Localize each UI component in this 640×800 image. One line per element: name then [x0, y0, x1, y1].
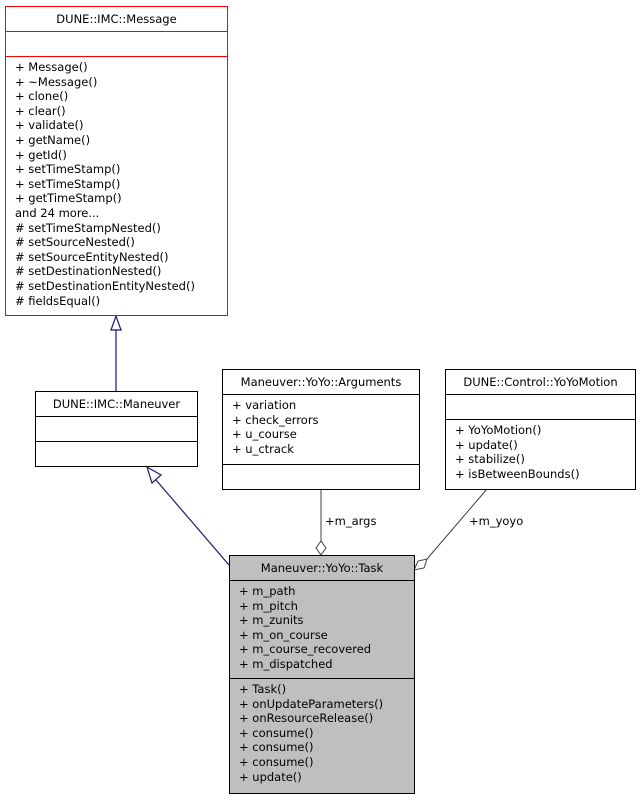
class-name: DUNE::IMC::Message — [56, 12, 177, 26]
operation-item[interactable]: + onUpdateParameters() — [239, 696, 384, 711]
attribute-item[interactable]: + variation — [232, 398, 297, 412]
class-name: DUNE::IMC::Maneuver — [52, 397, 181, 411]
operations-section: + Message()+ ~Message()+ clone()+ clear(… — [6, 56, 227, 315]
m-args-label: +m_args — [325, 514, 377, 528]
class-maneuver[interactable]: DUNE::IMC::Maneuver — [35, 391, 198, 467]
attributes-section: + variation+ check_errors+ u_course+ u_c… — [223, 394, 419, 464]
class-name: Maneuver::YoYo::Arguments — [240, 375, 402, 389]
attribute-item[interactable]: + check_errors — [232, 412, 319, 427]
operations-section — [223, 464, 419, 489]
attribute-item[interactable]: + u_ctrack — [232, 441, 294, 456]
operation-item[interactable]: + validate() — [15, 118, 84, 133]
operation-item[interactable]: + update() — [239, 769, 302, 784]
operation-item[interactable]: + clear() — [15, 103, 66, 118]
class-task[interactable]: Maneuver::YoYo::Task + m_path+ m_pitch+ … — [229, 555, 415, 794]
operation-item[interactable]: + consume() — [239, 725, 314, 740]
operation-item[interactable]: # setSourceEntityNested() — [15, 249, 169, 264]
operation-item[interactable]: + getTimeStamp() — [15, 191, 122, 206]
operation-item[interactable]: + clone() — [15, 89, 69, 104]
attribute-item[interactable]: + m_pitch — [239, 598, 298, 613]
operation-item[interactable]: + setTimeStamp() — [15, 162, 121, 177]
class-name: DUNE::Control::YoYoMotion — [463, 375, 618, 389]
inheritance-edge-task-maneuver — [155, 479, 230, 566]
operation-item[interactable]: # setSourceNested() — [15, 235, 135, 250]
m-yoyo-label: +m_yoyo — [469, 514, 524, 528]
class-name: Maneuver::YoYo::Task — [260, 561, 384, 575]
operation-item[interactable]: + stabilize() — [455, 452, 525, 467]
operation-item[interactable]: + ~Message() — [15, 74, 98, 89]
operation-item[interactable]: + Task() — [239, 682, 287, 696]
class-message[interactable]: DUNE::IMC::Message + Message()+ ~Message… — [5, 6, 228, 316]
operations-section: + Task()+ onUpdateParameters()+ onResour… — [230, 678, 414, 793]
class-yoyomotion[interactable]: DUNE::Control::YoYoMotion + YoYoMotion()… — [445, 369, 636, 490]
aggregation-diamond-icon — [315, 540, 327, 556]
attribute-item[interactable]: + m_dispatched — [239, 656, 333, 671]
operation-item[interactable]: # setDestinationNested() — [15, 264, 162, 279]
attributes-section — [36, 416, 197, 441]
attribute-item[interactable]: + m_on_course — [239, 627, 328, 642]
operation-item[interactable]: and 24 more... — [15, 205, 100, 220]
aggregation-diamond-icon — [413, 558, 428, 571]
inheritance-arrowhead-icon — [110, 314, 122, 331]
attributes-section — [446, 394, 635, 419]
operation-item[interactable]: + onResourceRelease() — [239, 711, 374, 726]
operation-item[interactable]: # setTimeStampNested() — [15, 220, 161, 235]
operation-item[interactable]: + setTimeStamp() — [15, 176, 121, 191]
operations-section: + YoYoMotion()+ update()+ stabilize()+ i… — [446, 419, 635, 489]
operation-item[interactable]: + consume() — [239, 740, 314, 755]
attribute-item[interactable]: + m_course_recovered — [239, 642, 372, 657]
operation-item[interactable]: + update() — [455, 437, 518, 452]
class-arguments[interactable]: Maneuver::YoYo::Arguments + variation+ c… — [222, 369, 420, 490]
attributes-section — [6, 31, 227, 56]
operations-section — [36, 441, 197, 466]
attribute-item[interactable]: + u_course — [232, 427, 297, 442]
operation-item[interactable]: + YoYoMotion() — [455, 423, 542, 437]
aggregation-edge-m-yoyo — [426, 488, 488, 560]
attributes-section: + m_path+ m_pitch+ m_zunits+ m_on_course… — [230, 580, 414, 678]
attribute-item[interactable]: + m_path — [239, 584, 296, 598]
operation-item[interactable]: # setDestinationEntityNested() — [15, 278, 195, 293]
operation-item[interactable]: + getId() — [15, 147, 67, 162]
operation-item[interactable]: + getName() — [15, 132, 91, 147]
attribute-item[interactable]: + m_zunits — [239, 613, 304, 628]
operation-item[interactable]: # fieldsEqual() — [15, 293, 101, 308]
operation-item[interactable]: + consume() — [239, 754, 314, 769]
operation-item[interactable]: + Message() — [15, 60, 88, 74]
inheritance-arrowhead-icon — [145, 465, 163, 485]
operation-item[interactable]: + isBetweenBounds() — [455, 466, 580, 481]
